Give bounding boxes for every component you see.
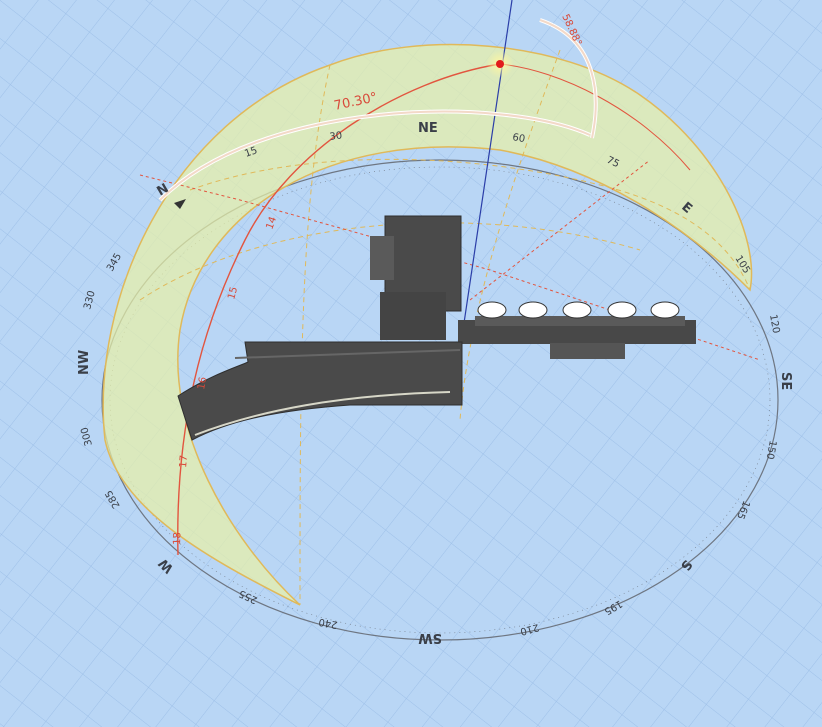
compass-degree-210: 210 bbox=[519, 621, 540, 637]
compass-degree-60: 60 bbox=[511, 132, 525, 145]
projection-line bbox=[469, 159, 651, 301]
compass-degree-30: 30 bbox=[329, 130, 343, 143]
building-model[interactable] bbox=[177, 215, 696, 441]
altitude-arc-inner bbox=[539, 19, 597, 139]
hour-label-17: 17 bbox=[178, 455, 190, 469]
sun-path-curve bbox=[177, 63, 501, 556]
sun-path-curve bbox=[499, 63, 691, 171]
compass-degree-150: 150 bbox=[764, 439, 778, 460]
hour-label-16: 16 bbox=[196, 376, 209, 390]
north-arrow-icon bbox=[174, 199, 186, 209]
compass-degree-15: 15 bbox=[243, 145, 259, 160]
compass-label-sw: SW bbox=[418, 630, 442, 645]
compass-degree-300: 300 bbox=[79, 426, 95, 447]
compass-degree-330: 330 bbox=[82, 289, 98, 310]
hour-label-14: 14 bbox=[264, 215, 279, 231]
dome-altitude-line bbox=[189, 158, 751, 291]
hour-label-15: 15 bbox=[226, 286, 240, 301]
cylinder-towers bbox=[477, 301, 680, 319]
sun-icon[interactable] bbox=[496, 60, 504, 68]
compass-degree-120: 120 bbox=[767, 314, 781, 335]
dome-meridian-line bbox=[299, 64, 331, 606]
dome-meridian-line bbox=[459, 49, 561, 421]
azimuth-arc-inner bbox=[159, 110, 591, 201]
compass-label-ne: NE bbox=[418, 121, 438, 136]
dome-altitude-line bbox=[139, 222, 641, 301]
compass-label-se: SE bbox=[778, 372, 793, 390]
compass-label-nw: NW bbox=[77, 350, 92, 375]
compass-degree-75: 75 bbox=[605, 155, 621, 170]
hour-label-18: 18 bbox=[172, 532, 183, 545]
compass-degree-240: 240 bbox=[318, 616, 339, 630]
compass-ring bbox=[101, 159, 779, 641]
